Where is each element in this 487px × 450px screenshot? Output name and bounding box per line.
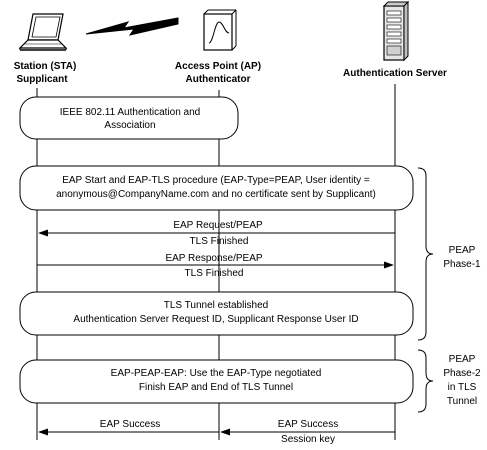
tls-tunnel-line1: TLS Tunnel established bbox=[164, 300, 269, 311]
eap-start-step: EAP Start and EAP-TLS procedure (EAP-Typ… bbox=[19, 165, 414, 211]
access-point-icon bbox=[203, 9, 237, 51]
station-label-line1: Station (STA) bbox=[14, 61, 77, 72]
eap-success-right-message: EAP Success Session key bbox=[220, 419, 395, 445]
eap-request-sublabel: TLS Finished bbox=[190, 236, 249, 247]
eap-peap-eap-step: EAP-PEAP-EAP: Use the EAP-Type negotiate… bbox=[19, 359, 414, 404]
phase2-label-line4: Tunnel bbox=[447, 396, 477, 407]
phase1-brace bbox=[417, 167, 434, 341]
auth-association-step: IEEE 802.11 Authentication and Associati… bbox=[19, 96, 239, 140]
eap-success-left-message: EAP Success bbox=[38, 419, 219, 436]
access-point-label-line2: Authenticator bbox=[186, 74, 251, 85]
phase1-label-line1: PEAP bbox=[449, 245, 476, 256]
eap-request-message: EAP Request/PEAP TLS Finished bbox=[38, 220, 395, 247]
eap-response-sublabel: TLS Finished bbox=[185, 268, 244, 279]
eap-peap-eap-line1: EAP-PEAP-EAP: Use the EAP-Type negotiate… bbox=[111, 368, 322, 379]
phase2-label-line1: PEAP bbox=[449, 354, 476, 365]
phase1-label-line2: Phase-1 bbox=[443, 259, 481, 270]
tls-tunnel-line2: Authentication Server Request ID, Suppli… bbox=[73, 314, 358, 325]
wireless-link-icon bbox=[85, 17, 179, 36]
phase2-label-line2: Phase-2 bbox=[443, 368, 481, 379]
auth-association-line2: Association bbox=[104, 120, 155, 131]
eap-request-label: EAP Request/PEAP bbox=[173, 220, 263, 231]
eap-response-label: EAP Response/PEAP bbox=[165, 253, 262, 264]
access-point-label-line1: Access Point (AP) bbox=[175, 61, 261, 72]
auth-association-line1: IEEE 802.11 Authentication and bbox=[60, 107, 200, 118]
eap-peap-eap-line2: Finish EAP and End of TLS Tunnel bbox=[139, 382, 293, 393]
session-key-label: Session key bbox=[281, 434, 335, 445]
eap-success-right-label: EAP Success bbox=[278, 419, 338, 430]
laptop-icon bbox=[18, 13, 68, 51]
phase2-brace bbox=[417, 349, 434, 413]
server-icon bbox=[382, 0, 410, 62]
eap-response-message: EAP Response/PEAP TLS Finished bbox=[37, 253, 394, 279]
station-label-line2: Supplicant bbox=[16, 74, 68, 85]
eap-start-line2: anonymous@CompanyName.com and no certifi… bbox=[56, 189, 376, 200]
phase2-label-line3: in TLS bbox=[448, 382, 477, 393]
eap-start-line1: EAP Start and EAP-TLS procedure (EAP-Typ… bbox=[62, 175, 370, 186]
auth-server-label: Authentication Server bbox=[343, 68, 447, 79]
eap-success-left-label: EAP Success bbox=[100, 419, 160, 430]
tls-tunnel-step: TLS Tunnel established Authentication Se… bbox=[19, 291, 414, 336]
